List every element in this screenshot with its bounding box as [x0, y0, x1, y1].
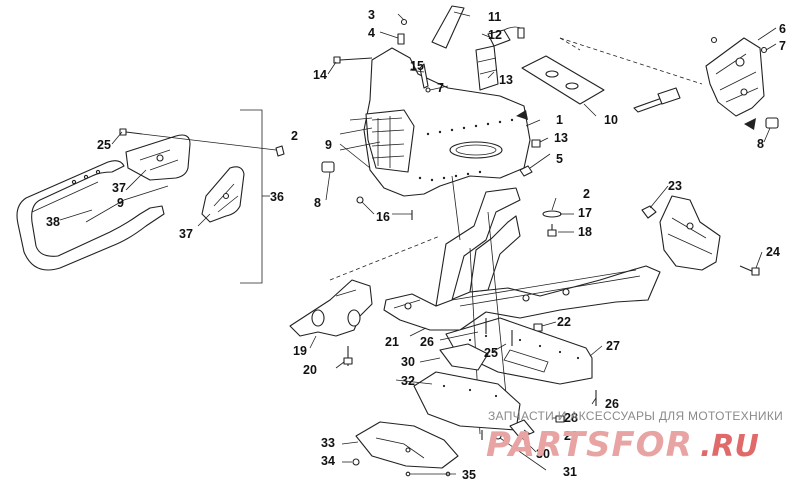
callout-9-upper: 9: [325, 138, 332, 152]
watermark-brand: PARTSFOR: [486, 425, 693, 465]
bumper-assembly: [16, 109, 285, 284]
spindle-bracket-assembly: [641, 185, 763, 276]
callout-4: 4: [368, 26, 375, 40]
callout-35: 35: [462, 468, 476, 482]
callout-13-upper: 13: [499, 73, 513, 87]
splash-guard-33: [355, 421, 459, 469]
callout-33: 33: [321, 436, 335, 450]
callout-14: 14: [313, 68, 327, 82]
callout-13-lower: 13: [554, 131, 568, 145]
callout-6: 6: [779, 22, 786, 36]
watermark-tagline: ЗАПЧАСТИ И АКСЕССУАРЫ ДЛЯ МОТОТЕХНИКИ: [488, 409, 783, 423]
callout-17: 17: [578, 206, 592, 220]
callout-16: 16: [376, 210, 390, 224]
panel-10: [521, 55, 605, 105]
callout-30-upper: 30: [401, 355, 415, 369]
watermark-domain: .RU: [700, 429, 759, 464]
front-frame-21: [383, 265, 661, 331]
callout-37-lower: 37: [179, 227, 193, 241]
callout-8-left: 8: [314, 196, 321, 210]
callout-7-right: 7: [779, 39, 786, 53]
callout-2-right: 2: [583, 187, 590, 201]
callout-1: 1: [556, 113, 563, 127]
spindle-19: [289, 279, 373, 337]
bumper-plate-37-lower: [201, 166, 245, 223]
callout-10: 10: [604, 113, 618, 127]
callout-21: 21: [385, 335, 399, 349]
visor-11: [431, 5, 465, 49]
callout-26-left: 26: [420, 335, 434, 349]
callout-9-lower: 9: [117, 196, 124, 210]
callout-36: 36: [270, 190, 284, 204]
steering-bracket-assembly: [559, 27, 779, 143]
callout-8-right: 8: [757, 137, 764, 151]
callout-38: 38: [46, 215, 60, 229]
callout-11: 11: [488, 10, 501, 24]
callout-2-left: 2: [291, 129, 298, 143]
callout-20: 20: [303, 363, 317, 377]
callout-7-left: 7: [437, 81, 444, 95]
bumper-38: [16, 160, 165, 271]
callout-24: 24: [766, 245, 780, 259]
callout-5: 5: [556, 152, 563, 166]
belly-pan-assembly: [341, 343, 565, 477]
callout-29: 29: [564, 429, 578, 443]
watermark: ЗАПЧАСТИ И АКСЕССУАРЫ ДЛЯ МОТОТЕХНИКИ PA…: [486, 409, 783, 465]
callout-19: 19: [293, 344, 307, 358]
belly-panel-32: [413, 371, 521, 431]
callout-26-right: 26: [605, 397, 619, 411]
callout-labels: 1 2 2 3 4 5 6 7 7 8 8 9 9 10 11 12 13 13…: [46, 8, 786, 482]
callout-37-upper: 37: [112, 181, 126, 195]
nose-console-assembly: [321, 5, 605, 220]
callout-18: 18: [578, 225, 592, 239]
callout-25-lower: 25: [484, 346, 498, 360]
callout-12: 12: [488, 28, 502, 42]
steering-bracket-6: [705, 37, 765, 117]
callout-22: 22: [557, 315, 571, 329]
callout-27: 27: [606, 339, 620, 353]
callout-23: 23: [668, 179, 682, 193]
callout-34: 34: [321, 454, 335, 468]
left-spindle-assembly: [289, 235, 441, 369]
callout-28: 28: [564, 411, 578, 425]
group-bracket: [240, 109, 263, 284]
callout-25-left: 25: [97, 138, 111, 152]
callout-32: 32: [401, 374, 415, 388]
callout-31: 31: [563, 465, 577, 479]
callout-15: 15: [410, 59, 424, 73]
main-frame: [383, 175, 661, 435]
callout-30-lower: 30: [536, 447, 550, 461]
callout-3: 3: [368, 8, 375, 22]
spindle-bracket-23: [659, 195, 721, 271]
